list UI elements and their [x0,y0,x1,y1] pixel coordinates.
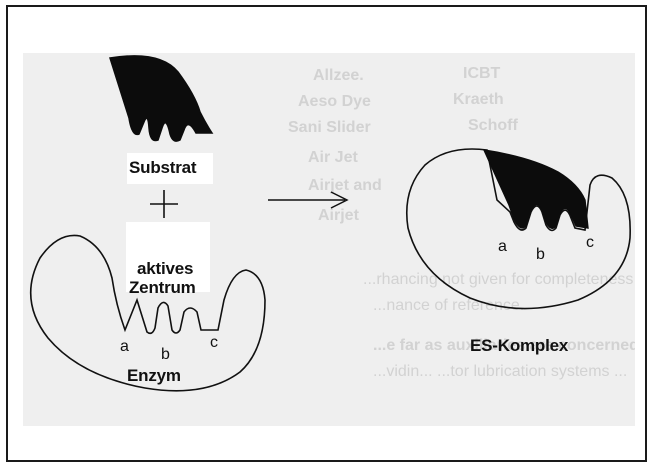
binding-site-a-label: a [120,338,129,356]
active-site-label-line2: Zentrum [129,278,196,298]
complex-site-a-label: a [498,238,507,256]
active-site-label-line1: aktives [137,259,193,279]
complex-site-b-label: b [536,246,545,264]
complex-site-c-label: c [586,234,594,252]
binding-site-b-label: b [161,346,170,364]
substrate-label: Substrat [129,158,196,178]
substrate-shape [110,56,212,141]
es-complex-label: ES-Komplex [470,336,568,356]
complex-substrate-shape [484,150,588,228]
binding-site-c-label: c [210,334,218,352]
enzyme-label: Enzym [127,366,181,386]
